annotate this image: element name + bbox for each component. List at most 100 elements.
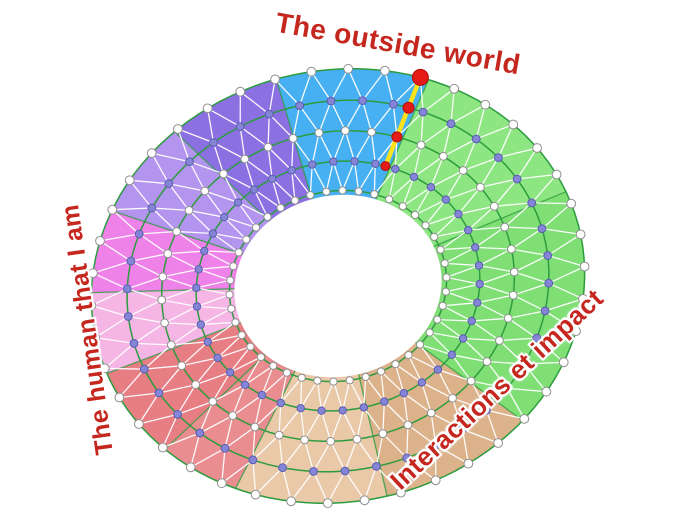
mesh-node[interactable] (184, 206, 194, 215)
mesh-node[interactable] (166, 340, 176, 350)
mesh-node[interactable] (88, 268, 98, 279)
mesh-node[interactable] (571, 326, 581, 337)
mesh-node[interactable] (426, 183, 436, 192)
mesh-node[interactable] (95, 236, 105, 246)
mesh-node[interactable] (234, 248, 243, 257)
mesh-node[interactable] (314, 128, 324, 138)
mesh-node[interactable] (282, 368, 291, 377)
mesh-node[interactable] (338, 406, 347, 415)
mesh-node[interactable] (226, 276, 235, 285)
mesh-node[interactable] (196, 320, 206, 329)
mesh-node[interactable] (194, 265, 203, 274)
mesh-node[interactable] (541, 386, 552, 397)
mesh-node[interactable] (317, 406, 326, 415)
mesh-node[interactable] (235, 122, 245, 131)
selected-node[interactable] (380, 161, 391, 172)
mesh-node[interactable] (458, 425, 467, 434)
mesh-node[interactable] (326, 96, 336, 106)
mesh-node[interactable] (233, 198, 243, 207)
mesh-node[interactable] (354, 187, 363, 196)
mesh-node[interactable] (403, 420, 413, 430)
mesh-node[interactable] (124, 175, 135, 186)
mesh-node[interactable] (509, 267, 519, 277)
mesh-node[interactable] (309, 467, 318, 476)
mesh-node[interactable] (200, 246, 209, 256)
mesh-node[interactable] (467, 316, 476, 326)
mesh-node[interactable] (268, 174, 277, 184)
mesh-node[interactable] (474, 261, 484, 270)
mesh-node[interactable] (147, 203, 157, 213)
mesh-node[interactable] (185, 462, 196, 473)
mesh-node[interactable] (313, 376, 322, 385)
mesh-node[interactable] (134, 229, 144, 239)
mesh-node[interactable] (391, 360, 400, 369)
mesh-node[interactable] (345, 376, 354, 385)
mesh-node[interactable] (340, 466, 350, 476)
mesh-node[interactable] (543, 251, 553, 260)
mesh-node[interactable] (297, 373, 306, 382)
mesh-node[interactable] (322, 187, 331, 196)
mesh-node[interactable] (250, 185, 259, 194)
mesh-node[interactable] (122, 284, 132, 294)
mesh-node[interactable] (433, 315, 442, 324)
mesh-node[interactable] (157, 442, 168, 453)
mesh-node[interactable] (227, 304, 236, 313)
mesh-node[interactable] (579, 261, 590, 272)
mesh-node[interactable] (322, 498, 333, 509)
mesh-node[interactable] (300, 435, 309, 445)
mesh-node[interactable] (329, 377, 338, 386)
mesh-node[interactable] (370, 190, 379, 199)
mesh-node[interactable] (426, 408, 436, 418)
mesh-node[interactable] (418, 107, 428, 117)
mesh-node[interactable] (389, 99, 398, 109)
mesh-node[interactable] (473, 298, 482, 307)
mesh-node[interactable] (359, 495, 370, 506)
mesh-node[interactable] (494, 153, 503, 163)
mesh-node[interactable] (575, 229, 586, 240)
mesh-node[interactable] (431, 441, 441, 450)
mesh-node[interactable] (398, 202, 407, 211)
mesh-node[interactable] (441, 287, 450, 296)
mesh-node[interactable] (446, 119, 456, 129)
mesh-node[interactable] (208, 229, 218, 238)
mesh-node[interactable] (350, 157, 359, 166)
mesh-node[interactable] (463, 458, 474, 469)
mesh-node[interactable] (225, 368, 235, 377)
mesh-node[interactable] (250, 489, 261, 500)
mesh-node[interactable] (129, 339, 139, 348)
mesh-node[interactable] (441, 195, 451, 204)
mesh-node[interactable] (404, 351, 413, 360)
mesh-node[interactable] (306, 191, 315, 200)
mesh-node[interactable] (242, 235, 251, 244)
mesh-node[interactable] (123, 312, 133, 321)
mesh-node[interactable] (158, 272, 168, 282)
mesh-node[interactable] (409, 172, 419, 182)
mesh-node[interactable] (164, 179, 174, 189)
mesh-node[interactable] (508, 290, 518, 300)
mesh-node[interactable] (458, 334, 468, 343)
mesh-node[interactable] (433, 365, 443, 374)
mesh-node[interactable] (250, 422, 260, 432)
mesh-node[interactable] (263, 212, 272, 221)
mesh-node[interactable] (263, 142, 273, 152)
mesh-node[interactable] (290, 196, 300, 205)
mesh-node[interactable] (385, 195, 394, 204)
mesh-node[interactable] (537, 224, 547, 234)
mesh-node[interactable] (228, 411, 238, 421)
mesh-node[interactable] (507, 244, 516, 254)
mesh-node[interactable] (358, 96, 367, 105)
mesh-node[interactable] (371, 159, 380, 169)
mesh-node[interactable] (438, 301, 447, 310)
mesh-node[interactable] (399, 389, 408, 398)
mesh-node[interactable] (246, 342, 255, 351)
mesh-node[interactable] (578, 294, 588, 304)
mesh-node[interactable] (411, 210, 420, 219)
mesh-node[interactable] (295, 101, 305, 110)
mesh-node[interactable] (425, 328, 434, 337)
mesh-node[interactable] (256, 353, 265, 362)
mesh-node[interactable] (447, 350, 456, 359)
mesh-node[interactable] (248, 455, 258, 465)
mesh-node[interactable] (191, 380, 201, 390)
mesh-node[interactable] (417, 378, 426, 387)
mesh-node[interactable] (480, 99, 491, 110)
